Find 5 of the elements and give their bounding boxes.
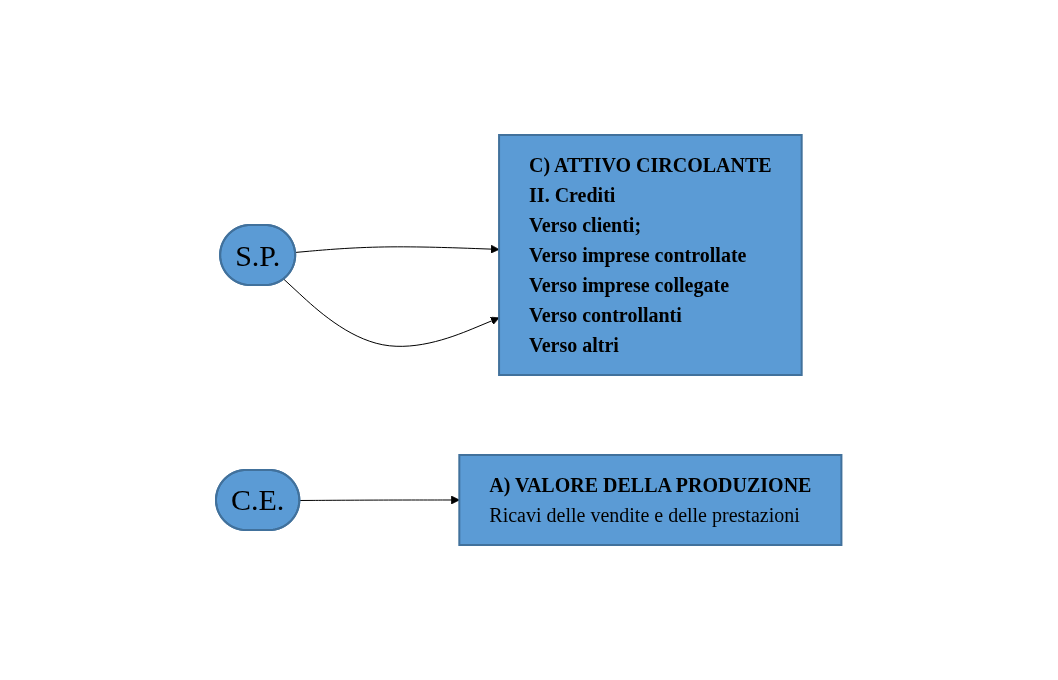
node-box: A) VALORE DELLA PRODUZIONE Ricavi delle vendite e delle prestazioni xyxy=(458,454,843,546)
arrow xyxy=(283,278,500,347)
node-box: C) ATTIVO CIRCOLANTE II. Crediti Verso clienti; Verso imprese controllate Verso imprese collegate Verso controllanti Verso altri xyxy=(498,134,803,376)
arrow xyxy=(299,495,460,505)
arrow xyxy=(295,244,500,254)
